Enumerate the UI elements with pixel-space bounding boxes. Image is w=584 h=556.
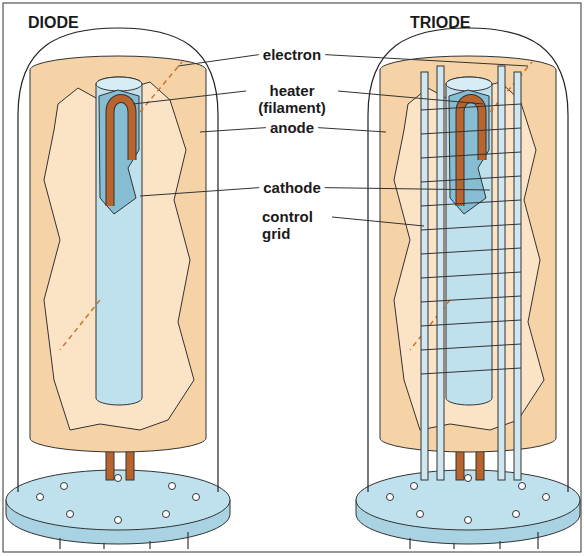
leader-line [325, 188, 490, 190]
leader-line [200, 128, 266, 132]
control-grid-drawing [421, 66, 521, 480]
leader-line [325, 55, 528, 66]
part-label: control grid [262, 208, 328, 243]
leader-line [133, 91, 246, 104]
part-label: electron [263, 46, 321, 63]
tube-title: TRIODE [410, 14, 470, 32]
part-label: cathode [263, 179, 321, 196]
leader-line [318, 128, 386, 132]
leader-line [338, 91, 483, 104]
part-label: anode [270, 119, 314, 136]
tube-title: DIODE [28, 14, 79, 32]
part-label: heater (filament) [250, 82, 334, 117]
leader-line [140, 188, 259, 196]
leader-line [178, 55, 259, 66]
leader-line [332, 217, 424, 226]
